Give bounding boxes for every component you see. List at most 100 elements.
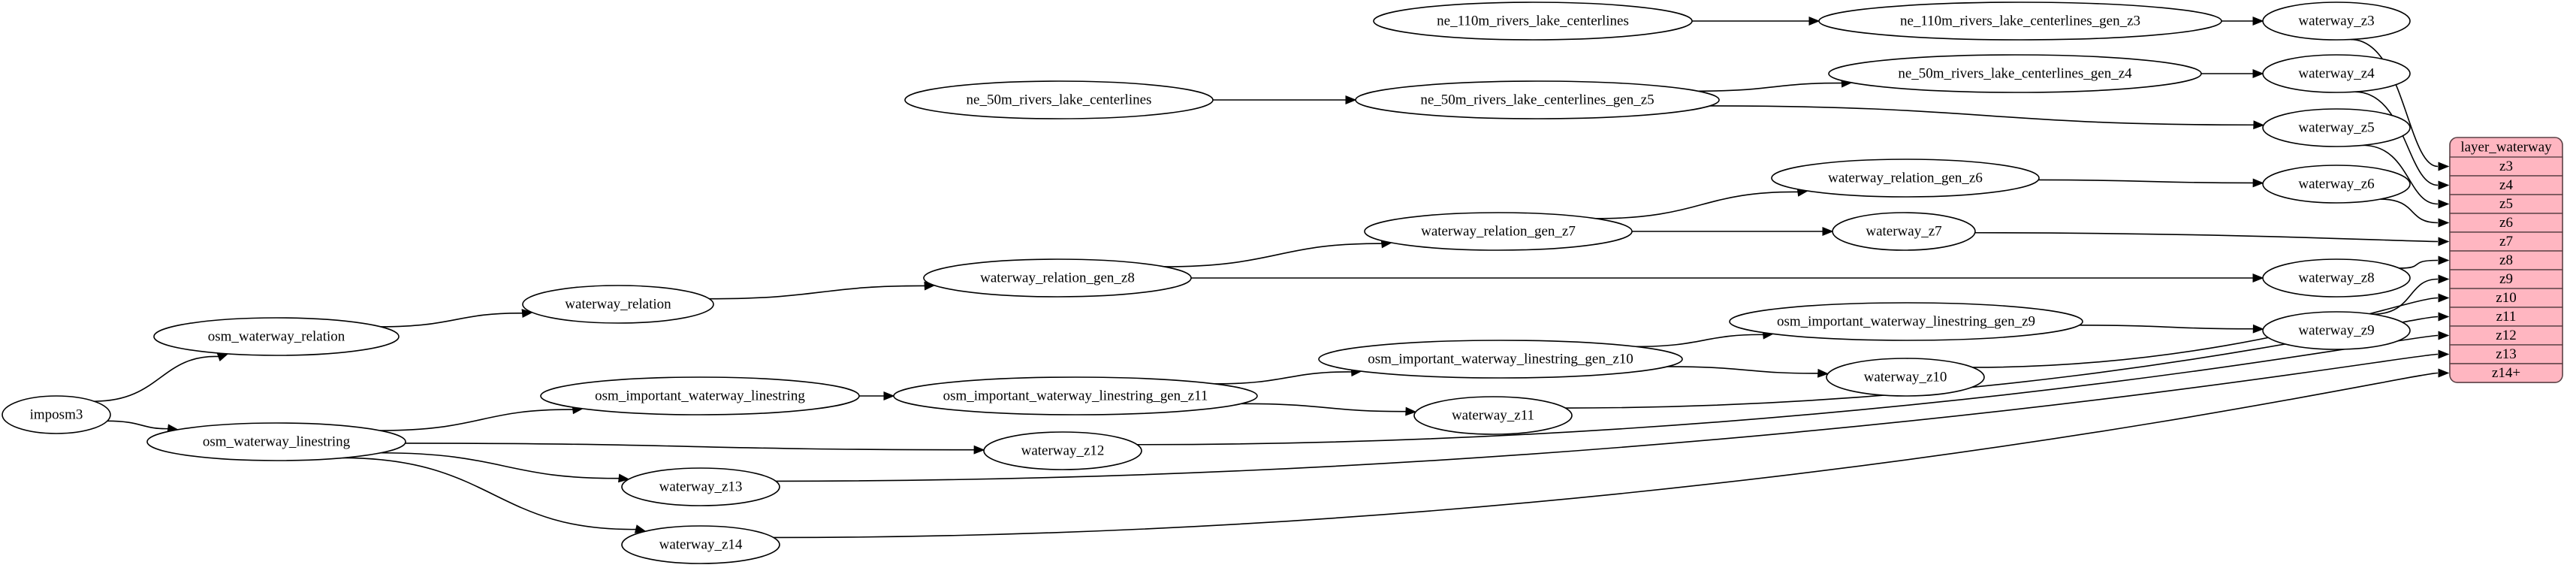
- table-row[interactable]: [2449, 363, 2563, 383]
- table-row-label-z13: z13: [2496, 346, 2516, 362]
- node-shape: [1818, 2, 2222, 41]
- layer-waterway-table: layer_waterwayz3z4z5z6z7z8z9z10z11z12z13…: [2449, 137, 2563, 383]
- edge-arrowhead: [2438, 237, 2450, 246]
- graph-node-waterway_z13[interactable]: waterway_z13: [621, 467, 780, 506]
- graph-node-waterway_relation_gen_z7[interactable]: waterway_relation_gen_z7: [1364, 212, 1633, 251]
- table-row[interactable]: [2449, 194, 2563, 214]
- graph-node-waterway_z7[interactable]: waterway_z7: [1832, 212, 1976, 251]
- table-row[interactable]: [2449, 288, 2563, 308]
- edge-arrowhead: [2438, 293, 2450, 303]
- graph-node-imposm3[interactable]: imposm3: [2, 395, 111, 434]
- edge-arrowhead: [2252, 69, 2264, 78]
- edge-osm_important_waterway_linestring_gen_z10-to-waterway_z10: [1667, 366, 1820, 374]
- node-label: osm_important_waterway_linestring_gen_z9: [1777, 313, 2035, 329]
- table-row[interactable]: [2449, 231, 2563, 252]
- graph-node-ne_110m_rivers_lake_centerlines_gen_z3[interactable]: ne_110m_rivers_lake_centerlines_gen_z3: [1818, 2, 2222, 41]
- node-label: waterway_z12: [1021, 443, 1105, 458]
- graph-node-waterway_z4[interactable]: waterway_z4: [2262, 54, 2411, 93]
- table-row[interactable]: [2449, 156, 2563, 177]
- graph-node-waterway_z9[interactable]: waterway_z9: [2262, 311, 2411, 350]
- edge-arrowhead: [521, 309, 533, 319]
- graph-node-osm_waterway_relation[interactable]: osm_waterway_relation: [153, 317, 400, 356]
- edge-arrowhead: [883, 391, 895, 400]
- node-label: ne_110m_rivers_lake_centerlines: [1437, 13, 1629, 29]
- node-label: ne_110m_rivers_lake_centerlines_gen_z3: [1900, 13, 2140, 29]
- node-shape: [621, 525, 780, 564]
- edge-arrowhead: [2438, 180, 2450, 190]
- graph-node-osm_important_waterway_linestring[interactable]: osm_important_waterway_linestring: [540, 376, 860, 415]
- graph-node-waterway_z12[interactable]: waterway_z12: [983, 431, 1142, 470]
- node-label: ne_50m_rivers_lake_centerlines: [967, 92, 1152, 107]
- edge-arrowhead: [2438, 199, 2450, 209]
- node-shape: [1318, 340, 1683, 379]
- graph-node-waterway_relation_gen_z8[interactable]: waterway_relation_gen_z8: [923, 258, 1192, 298]
- layer-waterway-table-title: layer_waterway: [2460, 139, 2552, 155]
- graph-node-waterway_z14[interactable]: waterway_z14: [621, 525, 780, 564]
- table-row-label-z8: z8: [2499, 252, 2513, 268]
- node-label: waterway_relation: [565, 296, 671, 312]
- edge-arrowhead: [2438, 349, 2450, 359]
- edge-imposm3-to-osm_waterway_relation: [94, 355, 221, 402]
- node-label: waterway_relation_gen_z6: [1828, 170, 1983, 186]
- table-row[interactable]: [2449, 344, 2563, 364]
- table-row-label-z14+: z14+: [2492, 365, 2520, 381]
- node-label: waterway_z8: [2298, 270, 2374, 286]
- table-row-label-z10: z10: [2496, 290, 2516, 306]
- graph-node-ne_50m_rivers_lake_centerlines_gen_z4[interactable]: ne_50m_rivers_lake_centerlines_gen_z4: [1828, 54, 2202, 93]
- node-label: waterway_relation_gen_z8: [980, 270, 1135, 286]
- graph-node-osm_important_waterway_linestring_gen_z11[interactable]: osm_important_waterway_linestring_gen_z1…: [893, 376, 1258, 415]
- edge-arrowhead: [618, 473, 630, 483]
- graph-node-waterway_relation[interactable]: waterway_relation: [522, 285, 714, 324]
- node-label: waterway_z11: [1452, 407, 1534, 423]
- graph-node-waterway_z5[interactable]: waterway_z5: [2262, 108, 2411, 147]
- node-label: waterway_z7: [1866, 223, 1941, 239]
- edge-arrowhead: [1345, 95, 1357, 104]
- node-label: waterway_z3: [2298, 13, 2374, 29]
- edges-layer: [94, 17, 2450, 539]
- node-label: osm_important_waterway_linestring: [595, 388, 805, 403]
- table-row[interactable]: [2449, 325, 2563, 346]
- graph-node-ne_110m_rivers_lake_centerlines[interactable]: ne_110m_rivers_lake_centerlines: [1373, 2, 1693, 41]
- edge-waterway_relation_gen_z6-to-waterway_z6: [2038, 179, 2255, 184]
- graph-node-waterway_z8[interactable]: waterway_z8: [2262, 258, 2411, 298]
- table-row-label-z6: z6: [2499, 215, 2513, 231]
- graph-node-waterway_z11[interactable]: waterway_z11: [1413, 396, 1573, 435]
- edge-arrowhead: [2438, 368, 2450, 378]
- edge-arrowhead: [973, 445, 985, 455]
- table-row[interactable]: [2449, 175, 2563, 195]
- graph-node-osm_important_waterway_linestring_gen_z10[interactable]: osm_important_waterway_linestring_gen_z1…: [1318, 340, 1683, 379]
- table-row-label-z3: z3: [2499, 159, 2513, 174]
- table-row-label-z7: z7: [2499, 234, 2513, 249]
- edge-arrowhead: [2438, 162, 2450, 171]
- graph-node-ne_50m_rivers_lake_centerlines_gen_z5[interactable]: ne_50m_rivers_lake_centerlines_gen_z5: [1355, 80, 1720, 119]
- edge-waterway_z5-to-layer_waterway_z5: [2362, 144, 2439, 205]
- edge-ne_50m_rivers_lake_centerlines_gen_z5-to-waterway_z5: [1709, 105, 2255, 126]
- edge-arrowhead: [2438, 218, 2450, 228]
- node-label: waterway_relation_gen_z7: [1421, 223, 1576, 239]
- edge-waterway_z14-to-layer_waterway_z14_: [774, 372, 2439, 539]
- table-row[interactable]: [2449, 250, 2563, 270]
- edge-osm_important_waterway_linestring_gen_z10-to-osm_important_waterway_linestring_gen_z9: [1636, 334, 1765, 348]
- graph-node-ne_50m_rivers_lake_centerlines[interactable]: ne_50m_rivers_lake_centerlines: [904, 80, 1214, 119]
- node-shape: [522, 285, 714, 324]
- edge-osm_waterway_relation-to-waterway_relation: [380, 313, 524, 328]
- node-shape: [1355, 80, 1720, 119]
- node-label: osm_waterway_relation: [208, 328, 345, 344]
- edge-osm_waterway_linestring-to-waterway_z14: [342, 457, 638, 530]
- graph-node-osm_important_waterway_linestring_gen_z9[interactable]: osm_important_waterway_linestring_gen_z9: [1729, 302, 2083, 341]
- node-label: waterway_z5: [2298, 119, 2374, 135]
- edge-imposm3-to-osm_waterway_linestring: [107, 420, 170, 430]
- graph-node-waterway_z10[interactable]: waterway_z10: [1826, 358, 1985, 397]
- graph-node-osm_waterway_linestring[interactable]: osm_waterway_linestring: [146, 422, 406, 461]
- graph-node-waterway_relation_gen_z6[interactable]: waterway_relation_gen_z6: [1771, 159, 2040, 198]
- node-shape: [1373, 2, 1693, 41]
- node-label: waterway_z10: [1864, 369, 1947, 385]
- edge-waterway_relation_gen_z8-to-waterway_relation_gen_z7: [1164, 243, 1383, 267]
- table-row[interactable]: [2449, 307, 2563, 327]
- edge-osm_important_waterway_linestring_gen_z9-to-waterway_z9: [2079, 325, 2255, 330]
- node-shape: [2262, 2, 2411, 41]
- edge-waterway_z8-to-layer_waterway_z8: [2399, 259, 2439, 269]
- graph-node-waterway_z3[interactable]: waterway_z3: [2262, 2, 2411, 41]
- node-label: ne_50m_rivers_lake_centerlines_gen_z5: [1420, 92, 1654, 107]
- graph-node-waterway_z6[interactable]: waterway_z6: [2262, 165, 2411, 204]
